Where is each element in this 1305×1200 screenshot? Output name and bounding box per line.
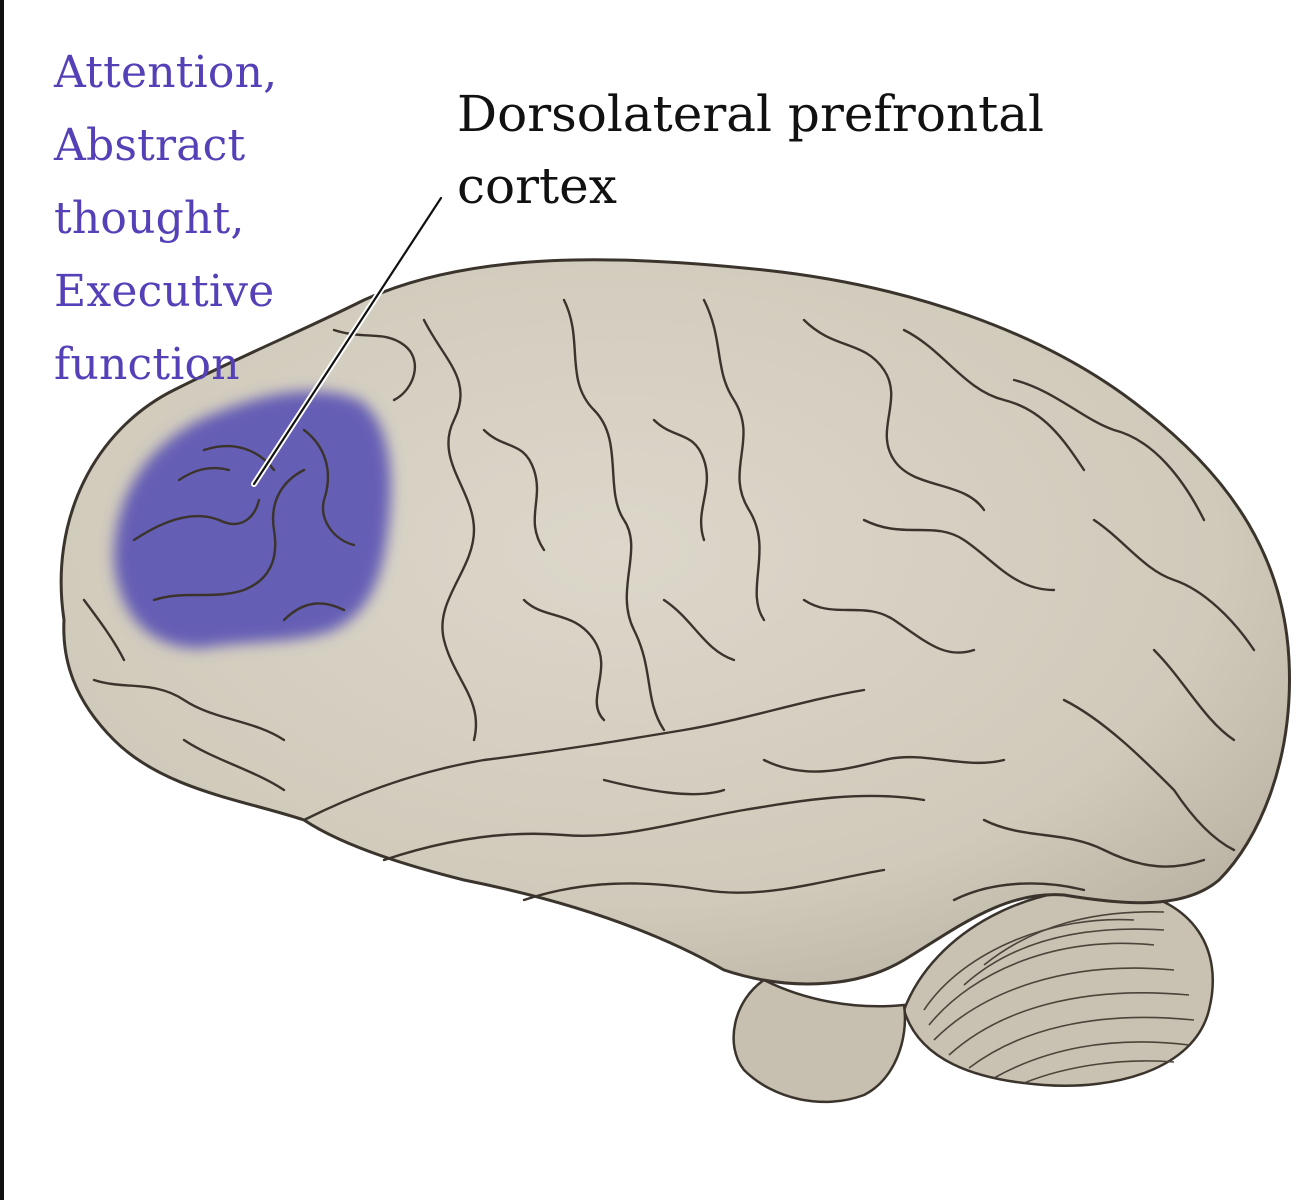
cerebellum-folia: [923, 911, 1195, 1084]
region-label-line: cortex: [457, 157, 617, 215]
brain-lateral-view-icon: [59, 258, 1291, 1104]
cerebellum: [902, 887, 1214, 1087]
leader-line: [251, 195, 444, 487]
function-line: Executive: [54, 266, 275, 317]
function-line: Attention,: [54, 47, 278, 98]
region-label-line: Dorsolateral prefrontal: [457, 85, 1045, 143]
brainstem: [732, 978, 907, 1104]
brain-diagram: [59, 195, 1291, 1104]
functions-label: Attention, Abstract thought, Executive f…: [54, 36, 354, 401]
function-line: function: [54, 339, 240, 390]
dorsolateral-prefrontal-region: [114, 391, 391, 649]
function-line: Abstract: [54, 120, 246, 171]
sulci: [82, 298, 1256, 902]
function-line: thought,: [54, 193, 245, 244]
region-label: Dorsolateral prefrontal cortex: [457, 78, 1157, 222]
